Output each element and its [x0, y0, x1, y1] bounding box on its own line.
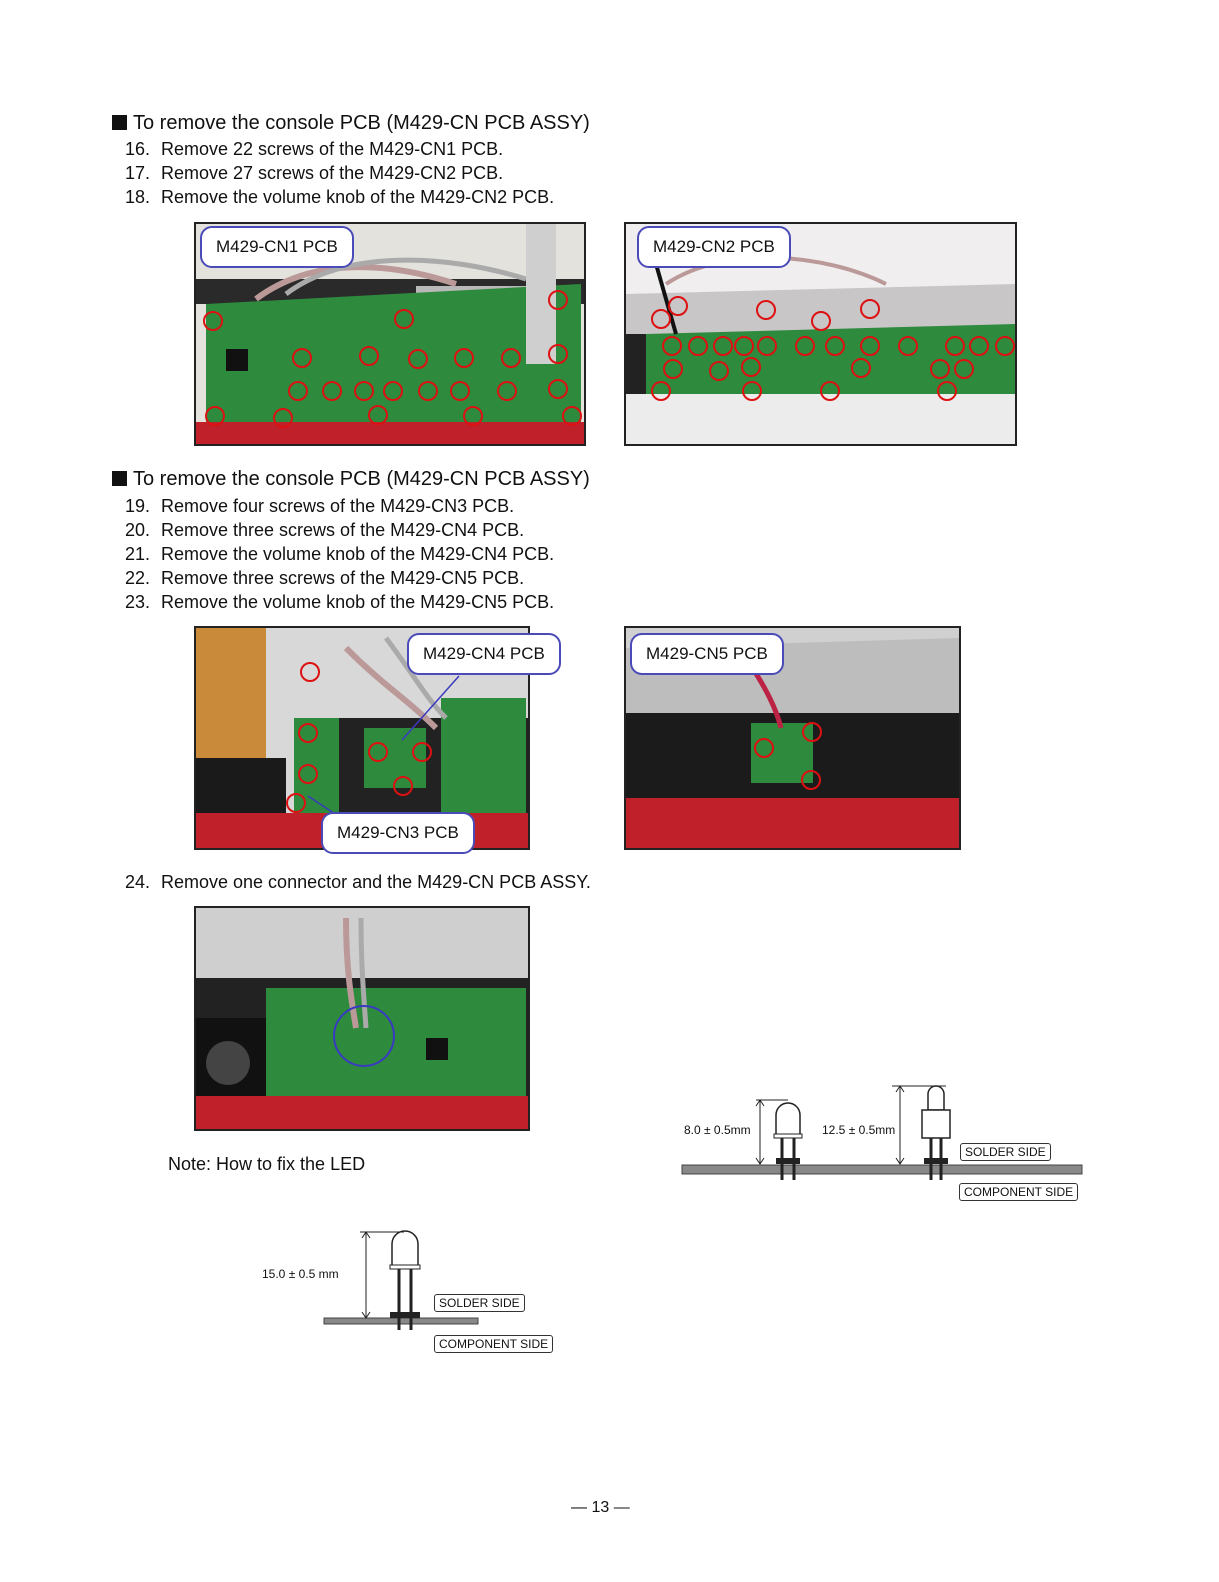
- led-15mm-icon: [389, 1230, 421, 1330]
- dim-label-8mm: 8.0 ± 0.5mm: [684, 1123, 751, 1137]
- tag-component-side-left: COMPONENT SIDE: [434, 1335, 554, 1353]
- label-cn4-pcb: M429-CN4 PCB: [407, 633, 561, 675]
- photo-cn2-pcb: [624, 222, 1017, 446]
- step-21: 21.Remove the volume knob of the M429-CN…: [124, 544, 555, 564]
- tag-solder-side-right: SOLDER SIDE: [960, 1143, 1051, 1161]
- step-22: 22.Remove three screws of the M429-CN5 P…: [124, 568, 525, 588]
- page-number: — 13 —: [571, 1499, 630, 1516]
- label-cn3-pcb: M429-CN3 PCB: [321, 812, 475, 854]
- step-18: 18.Remove the volume knob of the M429-CN…: [124, 187, 555, 207]
- step-20: 20.Remove three screws of the M429-CN4 P…: [124, 520, 525, 540]
- led-8mm-icon: [773, 1102, 803, 1180]
- led-note-title: Note: How to fix the LED: [168, 1154, 366, 1174]
- label-cn5-pcb: M429-CN5 PCB: [630, 633, 784, 675]
- tag-component-side-right: COMPONENT SIDE: [959, 1183, 1079, 1201]
- dim-label-15mm: 15.0 ± 0.5 mm: [262, 1267, 339, 1281]
- step-16: 16.Remove 22 screws of the M429-CN1 PCB.: [124, 139, 504, 159]
- photo-connector: [194, 906, 530, 1131]
- led-diagram-left: [323, 1230, 479, 1330]
- label-cn2-pcb: M429-CN2 PCB: [637, 226, 791, 268]
- led-diagram-right: [681, 1085, 1083, 1180]
- section1-heading: To remove the console PCB (M429-CN PCB A…: [112, 111, 590, 135]
- dim-label-12mm: 12.5 ± 0.5mm: [822, 1123, 896, 1137]
- led-12mm-icon: [921, 1085, 951, 1180]
- tag-solder-side-left: SOLDER SIDE: [434, 1294, 525, 1312]
- section2-heading: To remove the console PCB (M429-CN PCB A…: [112, 467, 590, 491]
- step-17: 17.Remove 27 screws of the M429-CN2 PCB.: [124, 163, 504, 183]
- step-19: 19.Remove four screws of the M429-CN3 PC…: [124, 496, 515, 516]
- step-24: 24.Remove one connector and the M429-CN …: [124, 872, 591, 892]
- square-bullet-icon: [112, 471, 127, 486]
- square-bullet-icon: [112, 115, 127, 130]
- step-23: 23.Remove the volume knob of the M429-CN…: [124, 592, 555, 612]
- label-cn1-pcb: M429-CN1 PCB: [200, 226, 354, 268]
